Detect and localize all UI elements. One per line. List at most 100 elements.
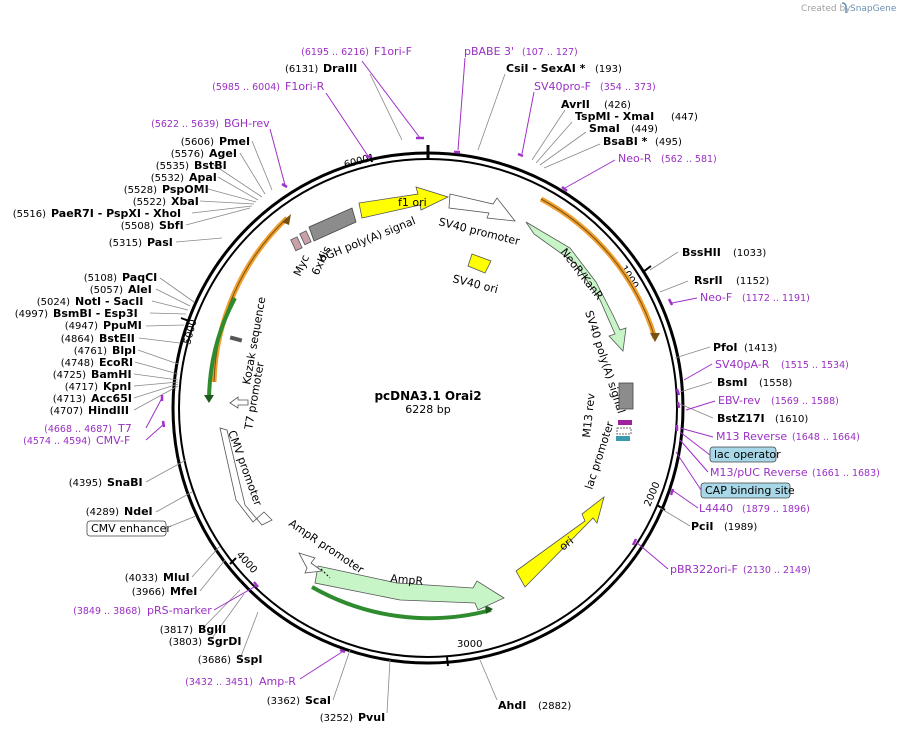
enzyme-bsmbi-esp3i[interactable]: BsmBI - Esp3I	[53, 307, 138, 320]
enzyme-pos-rsrii: (1152)	[736, 276, 769, 287]
primer-sv40pa-r[interactable]: SV40pA-R	[715, 358, 770, 371]
enzyme-pos-mlui: (4033)	[125, 573, 158, 584]
enzyme-avrii[interactable]: AvrII	[561, 98, 590, 111]
enzyme-pos-ppumi: (4947)	[65, 321, 98, 332]
primer-l4440[interactable]: L4440	[699, 502, 733, 515]
enzyme-agei[interactable]: AgeI	[209, 147, 237, 160]
lac-operator-label: lac operator	[714, 448, 781, 461]
feature-sv40-promoter[interactable]	[448, 193, 516, 222]
enzyme-snabi[interactable]: SnaBI	[107, 476, 143, 489]
enzyme-rsrii[interactable]: RsrII	[694, 274, 723, 287]
primer-pbabe3[interactable]: pBABE 3'	[464, 45, 514, 58]
primer-range-prs-marker: (3849 .. 3868)	[73, 606, 141, 617]
primer-leader-lines	[145, 57, 716, 680]
primer-range-sv40pro-f: (354 .. 373)	[600, 82, 656, 93]
primer-amp-r[interactable]: Amp-R	[259, 675, 296, 688]
enzyme-bglii[interactable]: BglII	[198, 623, 226, 636]
primer-f1ori-f[interactable]: F1ori-F	[374, 45, 412, 58]
enzyme-pos-avrii: (426)	[604, 100, 631, 111]
enzyme-blpi[interactable]: BlpI	[112, 344, 136, 357]
enzyme-pos-alei: (5057)	[90, 285, 123, 296]
enzyme-pos-hindiii: (4707)	[50, 406, 83, 417]
enzyme-pos-pcii: (1989)	[724, 522, 757, 533]
feature-sv40-polya[interactable]	[618, 382, 634, 410]
enzyme-pmei[interactable]: PmeI	[219, 135, 250, 148]
enzyme-pasi[interactable]: PasI	[147, 236, 173, 249]
enzyme-bsmi[interactable]: BsmI	[717, 376, 748, 389]
enzyme-smai[interactable]: SmaI	[589, 122, 620, 135]
credit-prefix: Created by	[801, 4, 851, 14]
feature-myc[interactable]	[290, 236, 303, 252]
enzyme-xbai[interactable]: XbaI	[171, 195, 199, 208]
enzyme-pvui[interactable]: PvuI	[358, 711, 385, 724]
enzyme-csii-sexai[interactable]: CsiI - SexAI *	[506, 62, 586, 75]
primer-range-amp-r: (3432 .. 3451)	[185, 677, 253, 688]
feature-his[interactable]	[299, 230, 312, 246]
cap-site-box[interactable]	[700, 482, 791, 499]
primer-range-f1ori-f: (6195 .. 6216)	[301, 47, 369, 58]
cap-site-label: CAP binding site	[705, 484, 795, 497]
enzyme-sspi[interactable]: SspI	[236, 653, 262, 666]
feature-ampr-promoter[interactable]	[298, 552, 324, 574]
enzyme-paqci[interactable]: PaqCI	[122, 271, 157, 284]
enzyme-pos-acc65i: (4713)	[53, 394, 86, 405]
enzyme-acc65i[interactable]: Acc65I	[91, 392, 132, 405]
enzyme-mlui[interactable]: MluI	[163, 571, 190, 584]
primer-sv40pro-f[interactable]: SV40pro-F	[534, 80, 591, 93]
enzyme-pfoi[interactable]: PfoI	[713, 341, 738, 354]
enzyme-draiii[interactable]: DraIII	[323, 62, 357, 75]
enzyme-mfei[interactable]: MfeI	[170, 585, 197, 598]
enzyme-pspomi[interactable]: PspOMI	[162, 183, 209, 196]
enzyme-ndei[interactable]: NdeI	[124, 505, 153, 518]
primer-bgh-rev[interactable]: BGH-rev	[224, 117, 270, 130]
enzyme-ahdi[interactable]: AhdI	[498, 699, 526, 712]
feature-neor[interactable]	[525, 221, 627, 352]
primer-ebv-rev[interactable]: EBV-rev	[718, 394, 761, 407]
enzyme-pos-ahdi: (2882)	[538, 701, 571, 712]
primer-cmv-f[interactable]: CMV-F	[96, 434, 130, 447]
feature-cmv-promoter[interactable]	[219, 427, 273, 526]
enzyme-bsabi[interactable]: BsaBI *	[603, 135, 648, 148]
enzyme-sgrdi[interactable]: SgrDI	[207, 635, 241, 648]
primer-range-neo-r: (562 .. 581)	[661, 154, 717, 165]
enzyme-scai[interactable]: ScaI	[305, 694, 331, 707]
enzyme-hindiii[interactable]: HindIII	[88, 404, 129, 417]
feature-sv40-ori[interactable]	[467, 253, 492, 274]
primer-t7[interactable]: T7	[117, 422, 132, 435]
enzyme-sbfi[interactable]: SbfI	[159, 219, 184, 232]
enzyme-bstbi[interactable]: BstBI	[194, 159, 227, 172]
enzyme-bstz17i[interactable]: BstZ17I	[717, 412, 765, 425]
enzyme-paer7i-pspxi-xhoi[interactable]: PaeR7I - PspXI - XhoI	[51, 207, 181, 220]
primer-neo-r[interactable]: Neo-R	[618, 152, 652, 165]
enzyme-tspmi-xmai[interactable]: TspMI - XmaI	[575, 110, 654, 123]
enzyme-bamhi[interactable]: BamHI	[91, 368, 132, 381]
enzyme-apai[interactable]: ApaI	[189, 171, 217, 184]
enzyme-pos-bsteii: (4864)	[61, 334, 94, 345]
enzyme-alei[interactable]: AleI	[128, 283, 152, 296]
primer-prs-marker[interactable]: pRS-marker	[147, 604, 212, 617]
cmv-enhancer-box[interactable]	[86, 520, 167, 537]
feature-kozak[interactable]	[229, 335, 243, 343]
enzyme-pos-pspomi: (5528)	[124, 185, 157, 196]
tick-label-2000: 2000	[643, 480, 663, 508]
feature-bgh-polya[interactable]	[308, 207, 357, 242]
enzyme-noti-sacii[interactable]: NotI - SacII	[75, 295, 143, 308]
enzyme-kpni[interactable]: KpnI	[103, 380, 131, 393]
primer-m13-puc-reverse[interactable]: M13/pUC Reverse	[710, 466, 808, 479]
primer-f1ori-r[interactable]: F1ori-R	[285, 80, 325, 93]
enzyme-bsshii[interactable]: BssHII	[682, 246, 721, 259]
enzyme-ecori[interactable]: EcoRI	[99, 356, 133, 369]
feature-t7-promoter[interactable]	[229, 396, 249, 409]
feature-ampr[interactable]	[314, 565, 505, 611]
enzyme-pos-scai: (3362)	[267, 696, 300, 707]
feature-f1-ori[interactable]	[358, 186, 450, 219]
primer-pbr322ori-f[interactable]: pBR322ori-F	[670, 563, 738, 576]
primer-m13-reverse[interactable]: M13 Reverse	[716, 430, 787, 443]
enzyme-ppumi[interactable]: PpuMI	[103, 319, 142, 332]
feature-ori[interactable]	[515, 495, 605, 588]
enzyme-pos-bsabi: (495)	[655, 137, 682, 148]
enzyme-pcii[interactable]: PciI	[691, 520, 713, 533]
primer-neo-f[interactable]: Neo-F	[700, 291, 732, 304]
enzyme-bsteii[interactable]: BstEII	[99, 332, 135, 345]
